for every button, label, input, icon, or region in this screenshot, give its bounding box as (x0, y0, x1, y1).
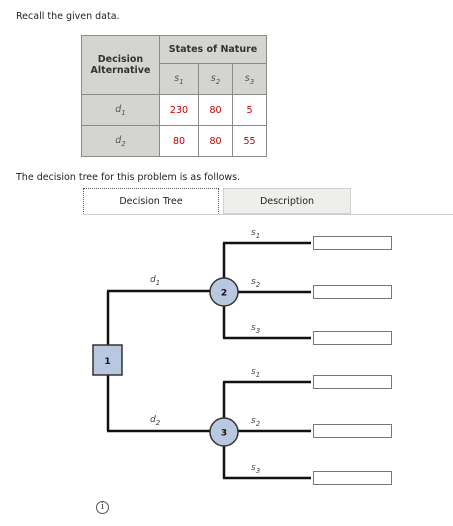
tab-divider (83, 214, 453, 215)
info-icon[interactable]: i (96, 501, 109, 514)
payoff-cell: 80 (159, 125, 199, 157)
payoff-cell: 5 (232, 94, 267, 126)
payoff-cell: 80 (198, 125, 233, 157)
payoff-input-d1-s2[interactable] (313, 285, 392, 299)
branch-label-s3: s3 (251, 323, 260, 335)
decision-alternative-header: Decision Alternative (81, 35, 160, 95)
payoff-cell: 55 (232, 125, 267, 157)
tab-decision-tree[interactable]: Decision Tree (83, 188, 219, 214)
table-row: d2 80 80 55 (81, 125, 267, 157)
branch-label-s2: s2 (251, 416, 261, 428)
tab-bar: Decision Tree Description (83, 188, 453, 215)
chance-node-2 (209, 277, 239, 307)
payoff-input-d2-s2[interactable] (313, 424, 392, 438)
state-header-s2: s2 (198, 63, 233, 95)
branch-label-s3: s3 (251, 463, 260, 475)
chance-node-label: 2 (221, 289, 227, 299)
payoff-table: Decision Alternative States of Nature s1… (81, 35, 267, 157)
payoff-input-d2-s3[interactable] (313, 471, 392, 485)
row-label-d1: d1 (81, 94, 160, 126)
states-of-nature-header: States of Nature (159, 35, 267, 64)
payoff-input-d2-s1[interactable] (313, 375, 392, 389)
state-header-s3: s3 (232, 63, 267, 95)
branch-label-s1: s1 (251, 367, 260, 379)
decision-node-label: 1 (104, 357, 110, 367)
branch-label-d2: d2 (150, 415, 161, 427)
tree-intro-text: The decision tree for this problem is as… (16, 172, 241, 183)
state-header-s1: s1 (159, 63, 199, 95)
payoff-cell: 230 (159, 94, 199, 126)
decision-node-1 (92, 344, 123, 376)
chance-node-3 (209, 417, 239, 447)
chance-node-label: 3 (221, 429, 227, 439)
table-row: d1 230 80 5 (81, 94, 267, 126)
intro-text: Recall the given data. (16, 11, 120, 22)
tab-description[interactable]: Description (223, 188, 351, 214)
branch-label-s2: s2 (251, 277, 261, 289)
payoff-cell: 80 (198, 94, 233, 126)
payoff-input-d1-s3[interactable] (313, 331, 392, 345)
payoff-input-d1-s1[interactable] (313, 236, 392, 250)
branch-label-s1: s1 (251, 228, 260, 240)
branch-label-d1: d1 (150, 275, 160, 287)
